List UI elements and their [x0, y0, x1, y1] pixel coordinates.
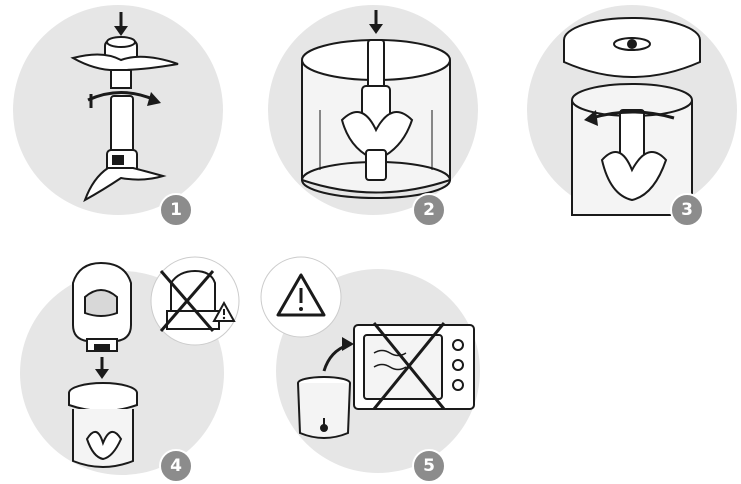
step-badge-2: 2 [412, 193, 446, 227]
step-badge-3: 3 [670, 193, 704, 227]
blade-shaft [83, 95, 167, 203]
bowl-with-lid [68, 382, 138, 468]
rotate-arrow-icon [87, 91, 161, 108]
warning-triangle-icon [212, 300, 236, 322]
down-arrow-icon [114, 12, 128, 36]
prohibited-cross-icon [159, 270, 215, 332]
step-2-illustration [268, 5, 478, 215]
step-5-illustration [260, 256, 480, 473]
step-badge-4: 4 [159, 449, 193, 483]
rotate-arrow-icon [584, 110, 675, 126]
step-3-illustration [527, 5, 737, 216]
bowl [571, 83, 693, 216]
step-1-panel: 1 [13, 0, 223, 227]
bowl [297, 376, 351, 439]
step-5-panel: 5 [256, 253, 496, 484]
curved-arrow-icon [322, 337, 354, 372]
prohibited-cross-icon [372, 322, 446, 410]
warning-badge [260, 256, 342, 338]
lid [563, 17, 701, 78]
step-4-illustration [20, 256, 240, 475]
step-3-panel: 3 [524, 0, 737, 227]
microwave-icon [353, 324, 475, 410]
step-badge-1: 1 [159, 193, 193, 227]
blade-cap [70, 36, 179, 89]
down-arrow-icon [95, 357, 109, 379]
warning-triangle-icon [276, 273, 326, 317]
step-badge-5: 5 [412, 449, 446, 483]
down-arrow-icon [369, 10, 383, 34]
blade-assembly [340, 39, 414, 181]
step-2-panel: 2 [262, 0, 478, 227]
step-1-illustration [13, 5, 223, 215]
motor-unit [72, 261, 132, 352]
step-4-panel: 4 [20, 253, 240, 484]
incorrect-assembly-inset [150, 256, 240, 346]
